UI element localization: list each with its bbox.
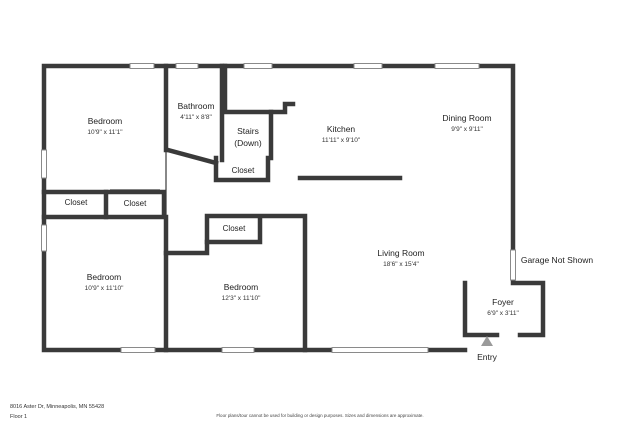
- living-room-label: Living Room: [377, 248, 424, 258]
- entry-arrow-icon: [481, 336, 493, 346]
- entry-label: Entry: [477, 352, 498, 362]
- closet-left-a-label: Closet: [65, 198, 88, 207]
- footer-info: 8016 Aster Dr, Minneapolis, MN 55428 Flo…: [10, 402, 104, 422]
- bedroom-sw-label: Bedroom: [87, 272, 122, 282]
- bedroom-mid-dims: 12'3" x 11'10": [222, 295, 261, 302]
- foyer-dims: 6'9" x 3'11": [487, 310, 519, 317]
- window: [243, 63, 273, 69]
- window: [353, 63, 383, 69]
- window: [120, 347, 156, 353]
- closet-left-b-label: Closet: [124, 199, 147, 208]
- kitchen-dims: 11'11" x 9'10": [322, 137, 361, 144]
- window: [510, 249, 516, 281]
- bathroom-dims: 4'11" x 8'8": [180, 114, 212, 121]
- garage-label: Garage Not Shown: [521, 255, 594, 265]
- window: [41, 149, 47, 179]
- stairs-sub-label: (Down): [234, 138, 262, 148]
- windows: [41, 63, 516, 353]
- stairs-label: Stairs: [237, 126, 259, 136]
- window: [175, 63, 199, 69]
- dining-room-dims: 9'9" x 9'11": [451, 126, 483, 133]
- window: [221, 347, 255, 353]
- bedroom-nw-label: Bedroom: [88, 116, 123, 126]
- living-room-dims: 18'6" x 15'4": [383, 261, 419, 268]
- closet-mid-label: Closet: [223, 224, 246, 233]
- window: [41, 224, 47, 252]
- window: [331, 347, 429, 353]
- exterior-walls: [41, 63, 546, 353]
- window: [434, 63, 480, 69]
- dining-room-label: Dining Room: [442, 113, 491, 123]
- floor-text: Floor 1: [10, 414, 28, 420]
- bedroom-mid-label: Bedroom: [224, 282, 259, 292]
- kitchen-label: Kitchen: [327, 124, 356, 134]
- interior-walls: [41, 63, 403, 353]
- bathroom-label: Bathroom: [178, 101, 215, 111]
- address-text: 8016 Aster Dr, Minneapolis, MN 55428: [10, 404, 105, 410]
- closet-stairs-label: Closet: [232, 166, 255, 175]
- bedroom-sw-dims: 10'9" x 11'10": [85, 285, 124, 292]
- bedroom-nw-dims: 10'9" x 11'1": [87, 129, 123, 136]
- window: [129, 63, 155, 69]
- partition-lines: [110, 150, 298, 340]
- foyer-label: Foyer: [492, 297, 514, 307]
- disclaimer-text: Floor plans/tour cannot be used for buil…: [216, 413, 424, 418]
